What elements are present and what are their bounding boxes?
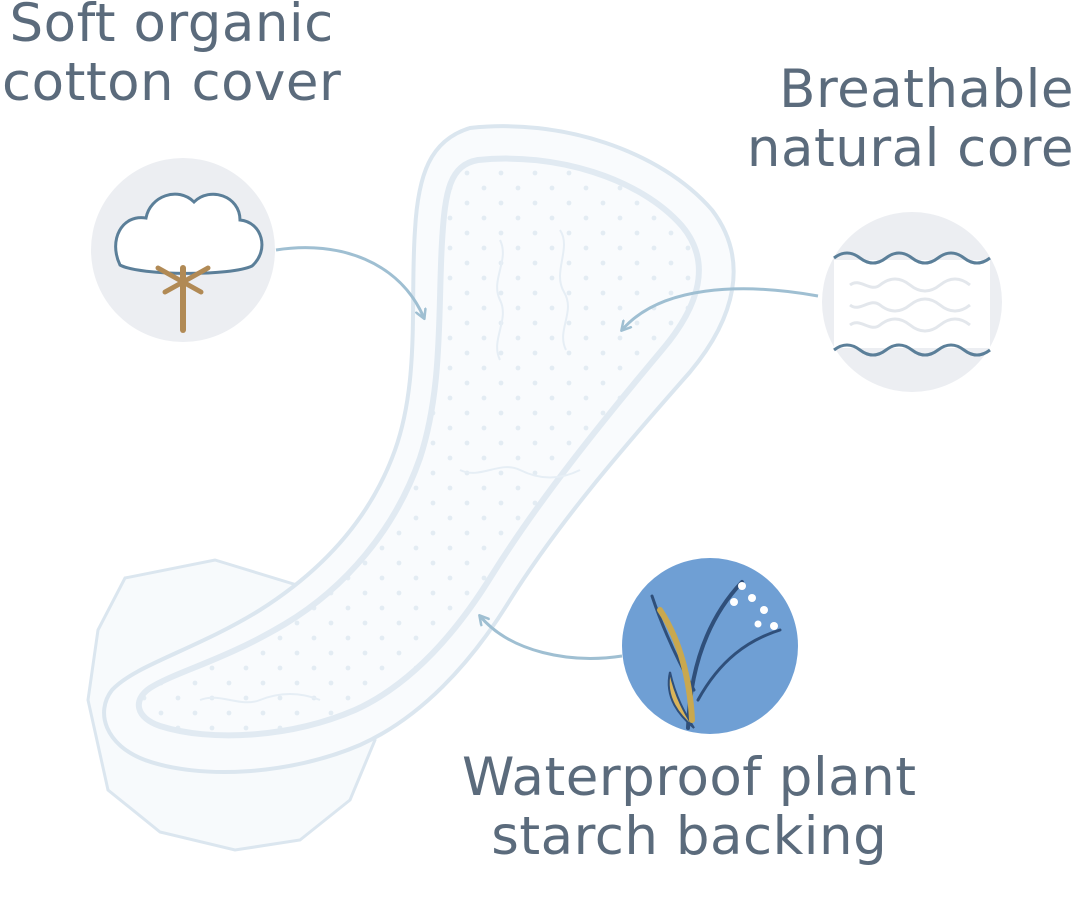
label-backing-line2: starch backing <box>491 806 888 868</box>
label-plant-backing: Waterproof plant starch backing <box>462 748 917 867</box>
plant-stalk-icon <box>622 558 798 734</box>
label-cotton-line1: Soft organic <box>9 0 334 54</box>
label-core-line1: Breathable <box>779 59 1074 120</box>
label-core-line2: natural core <box>746 118 1074 180</box>
label-backing-line1: Waterproof plant <box>462 747 917 808</box>
arrow-backing-to-pad <box>480 616 623 660</box>
cotton-boll-icon <box>91 158 275 342</box>
label-cotton-cover: Soft organic cotton cover <box>2 0 341 113</box>
label-cotton-line2: cotton cover <box>2 52 342 114</box>
label-natural-core: Breathable natural core <box>747 60 1074 179</box>
arrow-core-to-pad <box>622 287 819 330</box>
arrow-cotton-to-cover <box>275 246 424 318</box>
fiber-layer-icon <box>822 212 1002 392</box>
